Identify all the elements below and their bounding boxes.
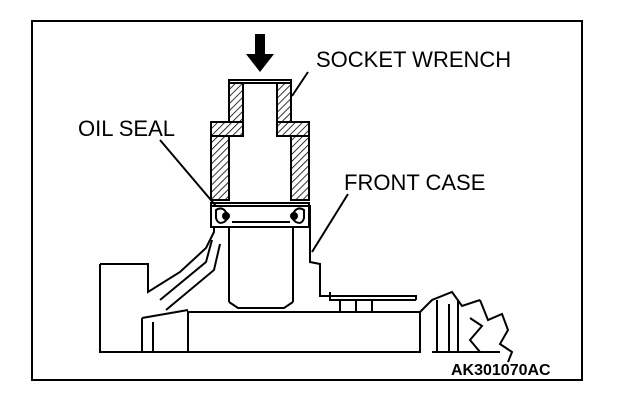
front-case-body: [99, 205, 514, 363]
socket-wrench-label: SOCKET WRENCH: [316, 47, 511, 72]
front-case-label: FRONT CASE: [344, 170, 485, 195]
oil-seal-label: OIL SEAL: [78, 116, 175, 141]
socket-wrench: [210, 79, 310, 201]
press-arrow-icon: [246, 34, 274, 72]
oil-seal: [210, 202, 310, 228]
figure-code: AK301070AC: [451, 362, 551, 379]
leader-lines: [159, 71, 349, 253]
